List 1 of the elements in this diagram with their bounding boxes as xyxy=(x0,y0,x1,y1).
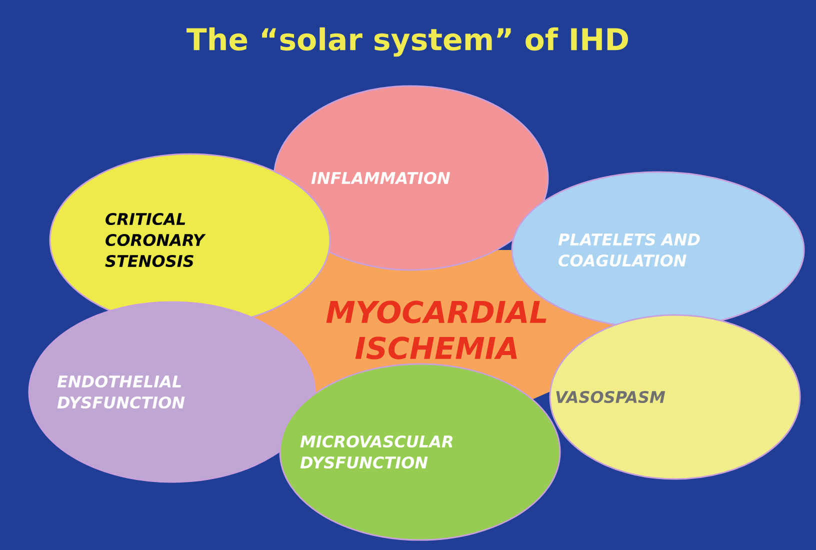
slide-title: The “solar system” of IHD xyxy=(186,27,628,57)
